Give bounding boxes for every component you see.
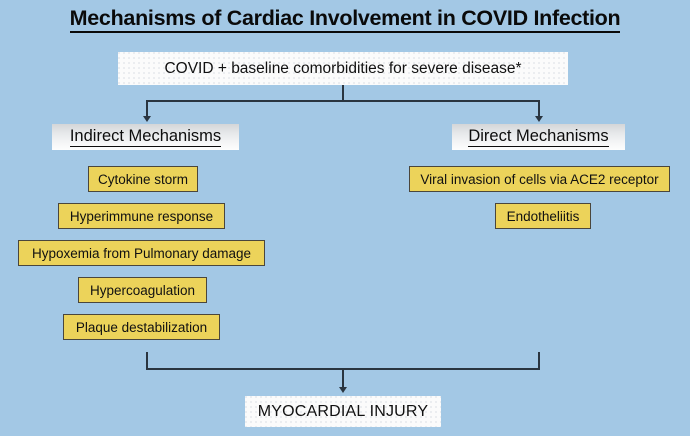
arrowhead-direct — [534, 116, 543, 122]
branch-header-direct: Direct Mechanisms — [452, 124, 625, 150]
covid-comorbidities-label: COVID + baseline comorbidities for sever… — [164, 59, 522, 77]
mechanism-box: Endotheliitis — [495, 203, 591, 229]
myocardial-injury-node: MYOCARDIAL INJURY — [245, 396, 441, 427]
connector-split-bar-top — [146, 100, 540, 102]
connector-drop-left — [146, 100, 148, 117]
page-title-text: Mechanisms of Cardiac Involvement in COV… — [69, 6, 621, 33]
mechanism-box: Plaque destabilization — [63, 314, 220, 340]
covid-comorbidities-node: COVID + baseline comorbidities for sever… — [118, 52, 568, 85]
connector-stem-top — [342, 85, 344, 101]
arrowhead-myocardial-injury — [338, 387, 347, 393]
branch-header-indirect-label: Indirect Mechanisms — [69, 127, 222, 147]
connector-drop-right — [538, 100, 540, 117]
mechanism-box: Hypoxemia from Pulmonary damage — [18, 240, 265, 266]
page-title: Mechanisms of Cardiac Involvement in COV… — [0, 6, 690, 33]
arrowhead-indirect — [142, 116, 151, 122]
mechanism-label: Plaque destabilization — [75, 319, 208, 335]
mechanism-label: Hypercoagulation — [89, 282, 196, 298]
mechanism-box: Hyperimmune response — [58, 203, 225, 229]
mechanism-label: Endotheliitis — [506, 208, 580, 224]
mechanism-label: Hyperimmune response — [69, 208, 214, 224]
mechanism-label: Hypoxemia from Pulmonary damage — [31, 245, 252, 261]
branch-header-direct-label: Direct Mechanisms — [468, 127, 609, 147]
connector-stub-right-bottom — [538, 352, 540, 369]
connector-stem-bottom — [342, 368, 344, 388]
connector-stub-left-bottom — [146, 352, 148, 369]
branch-header-indirect: Indirect Mechanisms — [52, 124, 239, 150]
mechanism-box: Viral invasion of cells via ACE2 recepto… — [409, 166, 670, 192]
mechanism-box: Cytokine storm — [88, 166, 198, 192]
mechanism-label: Viral invasion of cells via ACE2 recepto… — [420, 171, 659, 187]
mechanism-label: Cytokine storm — [97, 171, 189, 187]
mechanism-box: Hypercoagulation — [78, 277, 207, 303]
myocardial-injury-label: MYOCARDIAL INJURY — [257, 402, 429, 420]
